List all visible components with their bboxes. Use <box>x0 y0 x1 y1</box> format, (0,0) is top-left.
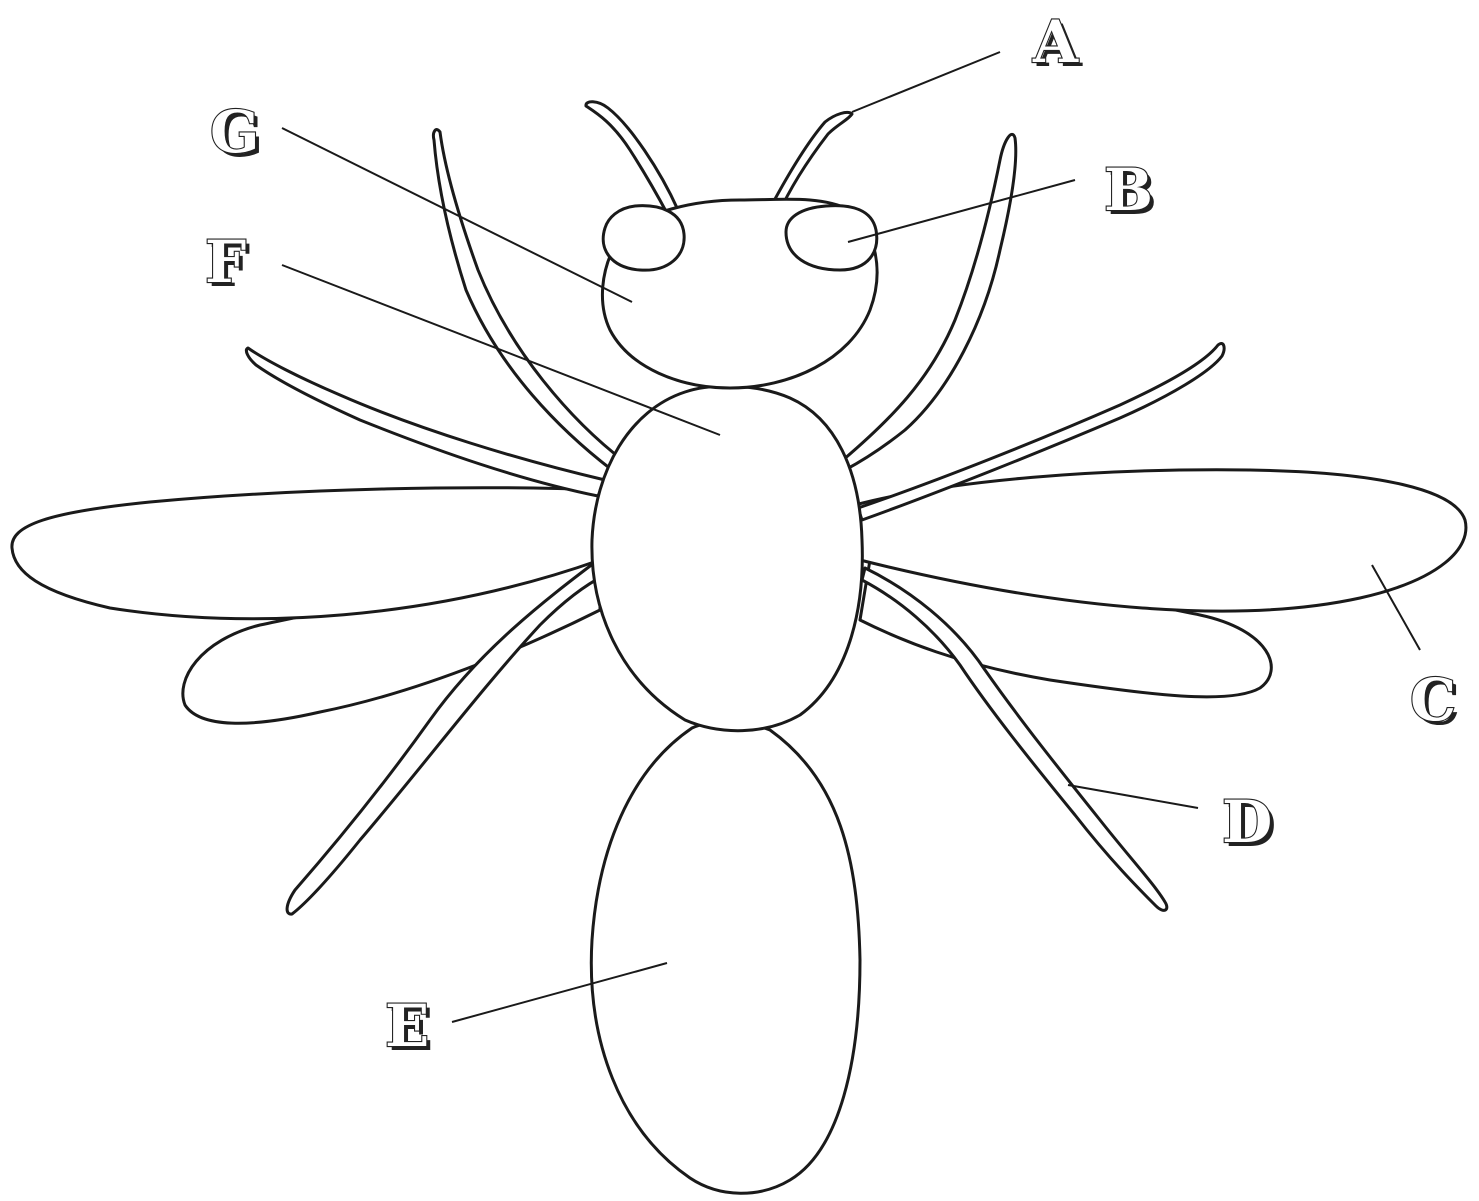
thorax <box>592 386 862 731</box>
left-front-leg <box>433 130 625 470</box>
label-f: F <box>205 228 246 296</box>
label-c: C <box>1410 666 1456 734</box>
left-antenna <box>586 102 678 215</box>
abdomen <box>591 721 860 1193</box>
leader-line-a <box>852 52 1000 112</box>
label-e: E <box>385 992 429 1060</box>
label-b: B <box>1104 156 1153 224</box>
label-a: A <box>1032 8 1079 76</box>
leader-line-g <box>282 128 632 302</box>
left-eye <box>603 206 684 270</box>
leader-line-b <box>848 180 1075 242</box>
label-d: D <box>1222 788 1272 856</box>
label-g: G <box>210 98 260 166</box>
